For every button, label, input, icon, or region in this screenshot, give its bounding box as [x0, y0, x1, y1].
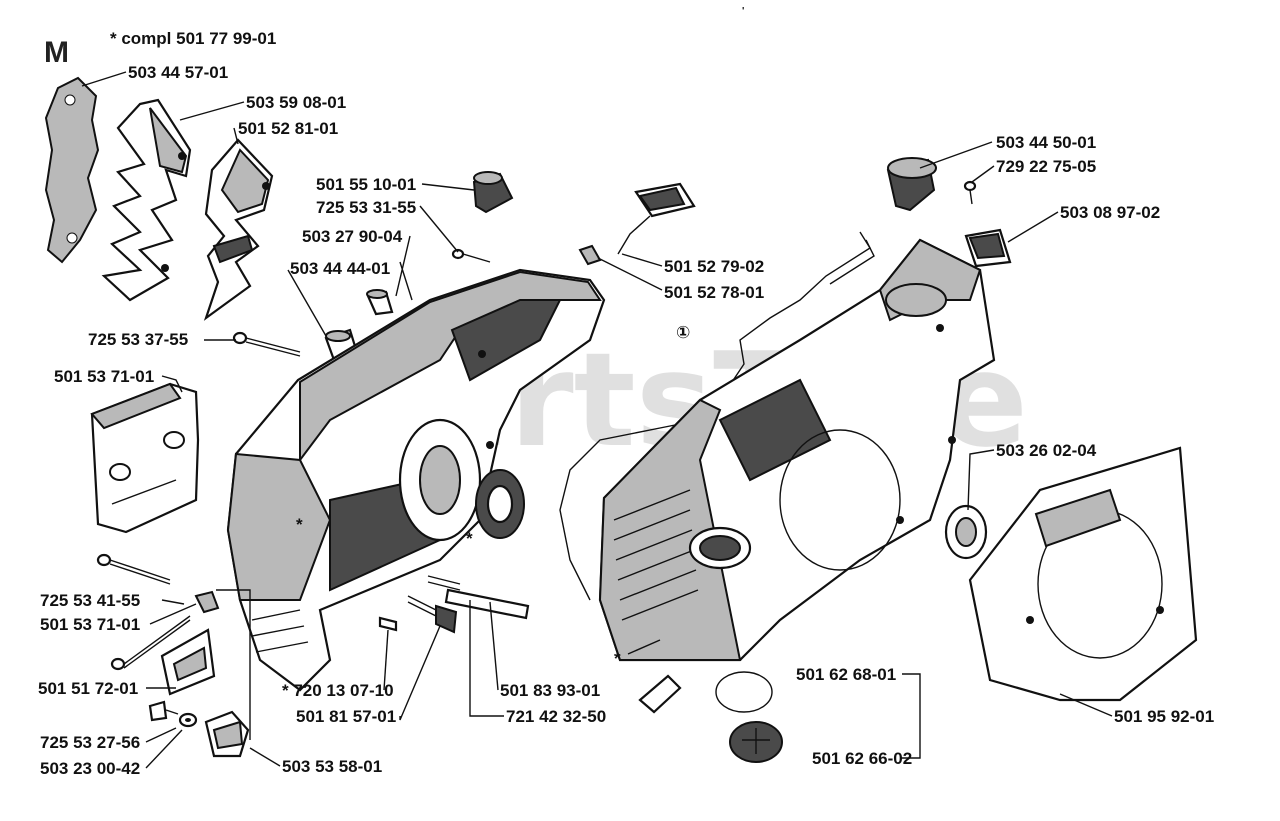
washer-503-23-00-42: [178, 712, 198, 728]
label-503-44-57-01: 503 44 57-01: [128, 63, 228, 82]
label-503-44-44-01: 503 44 44-01: [290, 259, 390, 278]
label-501-83-93-01: 501 83 93-01: [500, 681, 600, 700]
asterisk-crankcase: *: [614, 649, 621, 668]
clip-501-52-79-02: [617, 182, 696, 255]
label-503-23-00-42: 503 23 00-42: [40, 759, 140, 778]
label-501-52-79-02: 501 52 79-02: [664, 257, 764, 276]
bar-plate-part: [44, 76, 100, 264]
label-501-62-68-01: 501 62 68-01: [796, 665, 896, 684]
label-501-81-57-01: 501 81 57-01: [296, 707, 396, 726]
nut-501-52-78-01: [578, 244, 602, 266]
cover-501-95-92-01: [968, 446, 1198, 702]
label-501-52-78-01: 501 52 78-01: [664, 283, 764, 302]
pin-501-81-57-01: [407, 595, 458, 634]
oil-cap-501-62-66-02: [638, 671, 783, 763]
label-720-13-07-10: * 720 13 07-10: [282, 681, 394, 700]
label-725-53-27-56: 725 53 27-56: [40, 733, 140, 752]
left-crankcase-part: [226, 268, 606, 692]
cap-501-55-10-01: [472, 171, 514, 214]
seal-503-26-02-04: [944, 504, 988, 560]
leader-lines: [81, 71, 1113, 769]
rod-501-83-93-01: [444, 588, 530, 620]
label-501-62-66-02: 501 62 66-02: [812, 749, 912, 768]
pin-721-42-32-50: [427, 575, 461, 591]
label-503-26-02-04: 503 26 02-04: [996, 441, 1097, 460]
pin-720-13-07-10: [378, 616, 398, 632]
grommet-503-27-90-04: [366, 289, 394, 316]
screw-725-53-37-55: [232, 331, 301, 357]
asterisk-left: *: [296, 515, 303, 534]
label-725-53-31-55: 725 53 31-55: [316, 198, 416, 217]
label-501-51-72-01: 501 51 72-01: [38, 679, 138, 698]
label-725-53-37-55: 725 53 37-55: [88, 330, 188, 349]
spike-bumper-part: [101, 98, 192, 302]
label-503-08-97-02: 503 08 97-02: [1060, 203, 1160, 222]
top-dot: ': [742, 6, 744, 17]
screw-725-53-27-56: [148, 700, 179, 722]
label-503-44-50-01: 503 44 50-01: [996, 133, 1096, 152]
section-mark: M: [44, 36, 69, 69]
tensioner-503-53-58-01: [204, 710, 250, 758]
circle-marker: ①: [676, 323, 690, 342]
kit-note: * compl 501 77 99-01: [110, 29, 276, 48]
asterisk-bearing: *: [466, 529, 473, 548]
label-501-55-10-01: 501 55 10-01: [316, 175, 416, 194]
label-729-22-75-05: 729 22 75-05: [996, 157, 1096, 176]
cap-503-44-50-01: [886, 157, 937, 212]
screw-725-53-41-55: [96, 553, 171, 585]
label-501-53-71-01-top: 501 53 71-01: [54, 367, 154, 386]
part-labels: 503 44 57-01 503 59 08-01 501 52 81-01 5…: [38, 63, 1214, 778]
screw-729-22-75-05: [963, 180, 977, 205]
label-501-52-81-01: 501 52 81-01: [238, 119, 338, 138]
label-501-53-71-01-bottom: 501 53 71-01: [40, 615, 140, 634]
screw-501-51-72-01: [110, 615, 216, 696]
label-503-59-08-01: 503 59 08-01: [246, 93, 346, 112]
grommet-503-44-44-01: [324, 328, 360, 362]
nut-501-53-71-01: [194, 590, 220, 614]
label-721-42-32-50: 721 42 32-50: [506, 707, 606, 726]
bearing-part: [475, 469, 525, 539]
label-503-27-90-04: 503 27 90-04: [302, 227, 403, 246]
label-503-53-58-01: 503 53 58-01: [282, 757, 382, 776]
right-crankcase-part: [598, 238, 996, 662]
bumper-part: [203, 138, 274, 321]
bracket-503-08-97-02: [964, 228, 1012, 268]
label-501-95-92-01: 501 95 92-01: [1114, 707, 1214, 726]
screw-725-53-31-55: [451, 248, 491, 263]
guide-plate-part: [90, 382, 200, 534]
label-725-53-41-55: 725 53 41-55: [40, 591, 140, 610]
